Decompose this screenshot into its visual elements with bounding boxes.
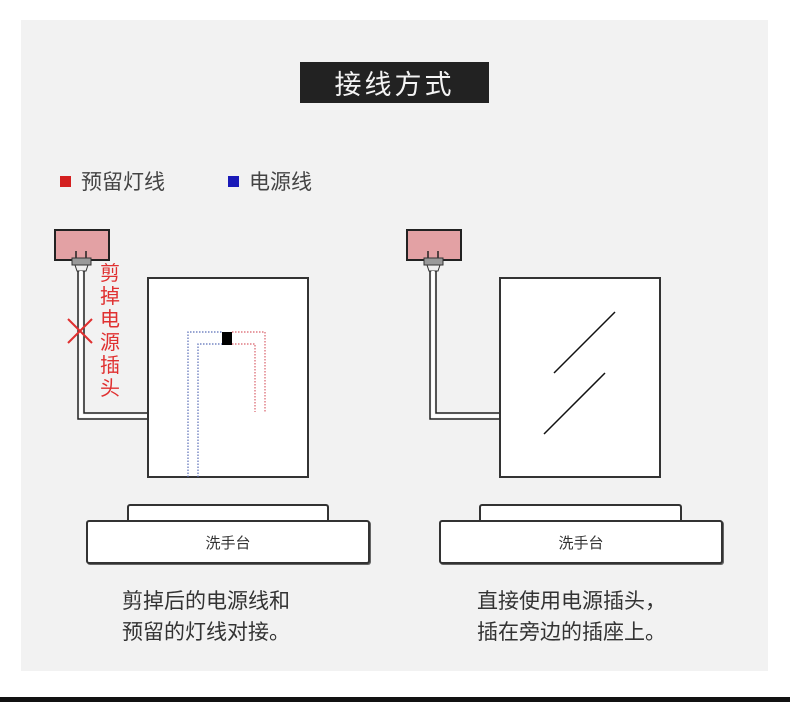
wall-outlet-icon (406, 229, 462, 261)
caption-line: 预留的灯线对接。 (122, 620, 290, 644)
caption-line: 插在旁边的插座上。 (477, 620, 666, 644)
power-cable (77, 271, 148, 420)
red-square-icon (60, 175, 71, 187)
caption-line: 剪掉后的电源线和 (122, 589, 290, 613)
cut-x-icon (67, 318, 93, 344)
mirror-frame-left (147, 277, 309, 478)
bottom-divider (0, 697, 790, 702)
cut-plug-label: 剪 掉 电 源 插 头 (100, 261, 120, 400)
caption-right: 直接使用电源插头， 插在旁边的插座上。 (477, 586, 666, 648)
legend-label: 预留灯线 (81, 170, 165, 194)
caption-left: 剪掉后的电源线和 预留的灯线对接。 (122, 586, 290, 648)
legend-label: 电源线 (249, 170, 312, 194)
plug-icon (423, 251, 444, 272)
blue-power-wire (187, 331, 222, 477)
red-light-wire (232, 331, 266, 412)
legend-item-power-wire: 电源线 (228, 166, 312, 196)
junction-block-icon (222, 332, 232, 345)
blue-square-icon (228, 175, 239, 187)
sink-label: 洗手台 (205, 533, 251, 552)
power-cable (429, 271, 500, 420)
page-title: 接线方式 (300, 62, 489, 103)
sink-left: 洗手台 (86, 520, 370, 564)
sink-basin-left (127, 504, 329, 522)
sink-basin-right (479, 504, 682, 522)
glass-reflection-icon (543, 311, 616, 435)
plug-icon (71, 251, 92, 272)
caption-line: 直接使用电源插头， (477, 589, 666, 613)
sink-right: 洗手台 (439, 520, 723, 564)
legend-item-reserved-light-wire: 预留灯线 (60, 166, 165, 196)
wall-outlet-icon (54, 229, 110, 261)
mirror-frame-right (499, 277, 661, 478)
sink-label: 洗手台 (558, 533, 604, 552)
